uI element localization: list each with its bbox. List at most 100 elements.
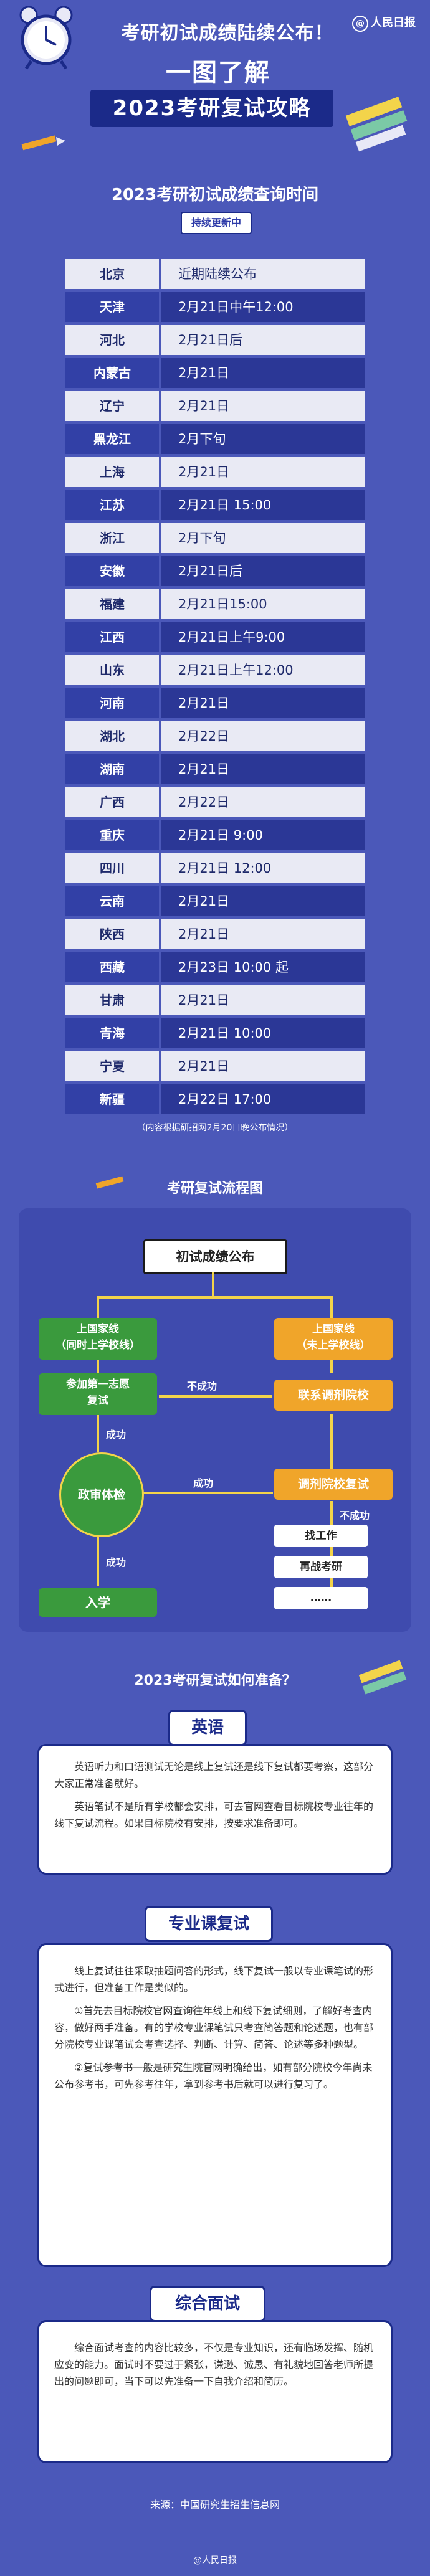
province-cell: 福建 bbox=[65, 589, 161, 619]
cell-divider bbox=[159, 655, 161, 685]
province-cell: 四川 bbox=[65, 853, 161, 883]
date-cell: 2月21日上午12:00 bbox=[178, 663, 294, 678]
cell-divider bbox=[159, 886, 161, 916]
flow-line bbox=[330, 1414, 333, 1469]
table-note: （内容根据研招网2月20日晚公布情况） bbox=[136, 1123, 294, 1133]
province-cell: 辽宁 bbox=[65, 391, 161, 421]
english-card: 英语听力和口语测试无论是线上复试还是线下复试都要考察，这部分大家正常准备就好。 … bbox=[37, 1744, 393, 1875]
date-cell: 2月21日 bbox=[178, 894, 230, 909]
headline-banner: 2023考研复试攻略 bbox=[90, 90, 333, 127]
province-cell: 湖南 bbox=[65, 754, 161, 784]
province-cell: 宁夏 bbox=[65, 1051, 161, 1081]
cell-divider bbox=[159, 721, 161, 751]
province-cell: 河北 bbox=[65, 325, 161, 355]
province-cell: 内蒙古 bbox=[65, 358, 161, 388]
english-paragraph: 英语听力和口语测试无论是线上复试还是线下复试都要考察，这部分大家正常准备就好。 bbox=[54, 1761, 374, 1789]
date-cell: 2月21日 bbox=[178, 465, 230, 480]
cell-divider bbox=[159, 490, 161, 520]
cell-divider bbox=[159, 754, 161, 784]
province-cell: 湖北 bbox=[65, 721, 161, 751]
cell-divider bbox=[159, 853, 161, 883]
date-cell: 2月21日 bbox=[178, 927, 230, 942]
flow-politics-check: 政审体检 bbox=[59, 1452, 144, 1537]
flow-enroll: 入学 bbox=[39, 1588, 157, 1617]
date-cell: 2月21日 9:00 bbox=[178, 828, 263, 843]
date-cell: 2月21日 bbox=[178, 1059, 230, 1074]
pencil-icon bbox=[21, 135, 65, 151]
date-cell: 2月22日 17:00 bbox=[178, 1092, 272, 1107]
flow-start: 初试成绩公布 bbox=[143, 1239, 287, 1274]
books-icon bbox=[345, 97, 408, 152]
date-cell: 2月21日 10:00 bbox=[178, 1026, 272, 1041]
pencil-icon bbox=[95, 1176, 124, 1189]
date-cell: 2月21日 bbox=[178, 366, 230, 381]
cell-divider bbox=[159, 523, 161, 553]
date-cell: 2月21日中午12:00 bbox=[178, 300, 294, 315]
date-cell: 2月21日 bbox=[178, 762, 230, 777]
date-cell: 近期陆续公布 bbox=[178, 267, 257, 282]
table-row: 安徽 2月21日后 bbox=[65, 556, 365, 586]
cell-divider bbox=[159, 919, 161, 949]
province-cell: 山东 bbox=[65, 655, 161, 685]
flow-first-choice: 参加第一志愿 复试 bbox=[39, 1373, 157, 1415]
province-cell: 甘肃 bbox=[65, 985, 161, 1015]
province-cell: 天津 bbox=[65, 292, 161, 322]
flow-line bbox=[97, 1360, 99, 1373]
major-paragraph: 线上复试往往采取抽题问答的形式，线下复试一般以专业课笔试的形式进行，但准备工作是… bbox=[54, 1965, 374, 1994]
date-cell: 2月21日后 bbox=[178, 564, 243, 579]
cell-divider bbox=[159, 622, 161, 652]
cell-divider bbox=[159, 589, 161, 619]
flow-line bbox=[97, 1536, 99, 1586]
cell-divider bbox=[159, 457, 161, 487]
date-cell: 2月21日 bbox=[178, 993, 230, 1008]
cell-divider bbox=[159, 820, 161, 850]
flow-line bbox=[159, 1395, 272, 1398]
flow-find-job: 找工作 bbox=[274, 1525, 368, 1547]
flow-line bbox=[212, 1272, 214, 1297]
province-cell: 北京 bbox=[65, 259, 161, 289]
cell-divider bbox=[159, 952, 161, 982]
flow-line bbox=[330, 1501, 333, 1601]
major-card: 线上复试往往采取抽题问答的形式，线下复试一般以专业课笔试的形式进行，但准备工作是… bbox=[37, 1943, 393, 2267]
cell-divider bbox=[159, 391, 161, 421]
source-text: 来源：中国研究生招生信息网 bbox=[150, 2499, 280, 2511]
table-row: 天津 2月21日中午12:00 bbox=[65, 292, 365, 322]
flow-retake: 再战考研 bbox=[274, 1556, 368, 1578]
date-cell: 2月21日 bbox=[178, 696, 230, 711]
table-row: 北京 近期陆续公布 bbox=[65, 259, 365, 289]
date-cell: 2月21日 bbox=[178, 399, 230, 414]
flow-right-line: 上国家线 （未上学校线） bbox=[274, 1318, 393, 1360]
flow-line bbox=[97, 1296, 99, 1318]
province-cell: 黑龙江 bbox=[65, 424, 161, 454]
watermark: @人民日报 bbox=[193, 2555, 237, 2565]
major-paragraph: ②复试参考书一般是研究生院官网明确给出，如有部分院校今年尚未公布参考书，可先参考… bbox=[54, 2062, 373, 2090]
flow-fail-label: 不成功 bbox=[187, 1380, 217, 1392]
cell-divider bbox=[159, 985, 161, 1015]
table-row: 湖南 2月21日 bbox=[65, 754, 365, 784]
flow-title: 考研复试流程图 bbox=[166, 1181, 263, 1196]
province-cell: 西藏 bbox=[65, 952, 161, 982]
date-cell: 2月21日 12:00 bbox=[178, 861, 272, 876]
flow-line bbox=[143, 1492, 273, 1494]
cell-divider bbox=[159, 787, 161, 817]
table-row: 四川 2月21日 12:00 bbox=[65, 853, 365, 883]
cell-divider bbox=[159, 325, 161, 355]
cell-divider bbox=[159, 1018, 161, 1048]
flow-success-label-1: 成功 bbox=[106, 1429, 127, 1441]
province-cell: 河南 bbox=[65, 688, 161, 718]
province-cell: 安徽 bbox=[65, 556, 161, 586]
cell-divider bbox=[159, 424, 161, 454]
table-row: 河南 2月21日 bbox=[65, 688, 365, 718]
